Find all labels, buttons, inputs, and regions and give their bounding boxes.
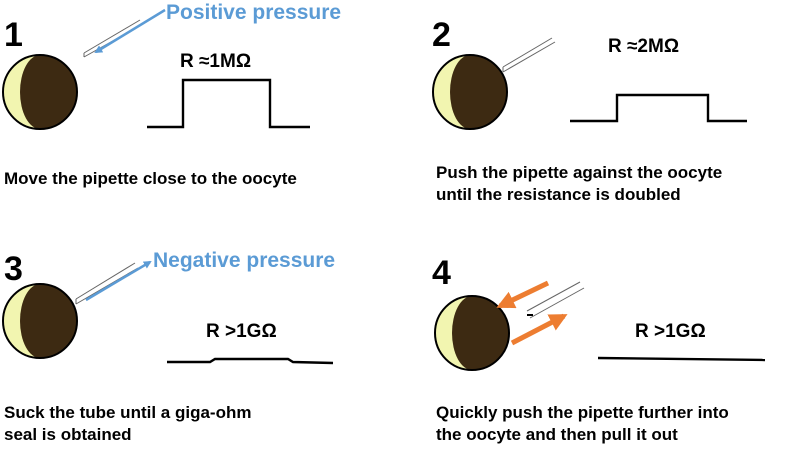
panel-1: 1 Positive pressure R ≈1MΩ xyxy=(2,1,341,130)
pipette xyxy=(83,19,144,58)
caption-line: until the resistance is doubled xyxy=(436,185,681,204)
step-number: 2 xyxy=(432,16,451,54)
panel-3: 3 Negative pressure R >1GΩ xyxy=(2,249,335,365)
oocyte xyxy=(434,295,510,371)
oocyte xyxy=(2,283,78,359)
resistance-label: R >1GΩ xyxy=(206,321,277,342)
caption-line: Suck the tube until a giga-ohm xyxy=(4,403,252,422)
caption-step-2: Push the pipette against the oocyte unti… xyxy=(436,162,722,206)
caption-line: Push the pipette against the oocyte xyxy=(436,163,723,182)
step-number: 3 xyxy=(4,250,23,288)
oocyte xyxy=(2,54,78,130)
current-trace xyxy=(167,357,334,365)
caption-line: Move the pipette close to the oocyte xyxy=(4,169,297,188)
caption-step-4: Quickly push the pipette further into th… xyxy=(436,402,729,446)
resistance-label: R >1GΩ xyxy=(635,321,706,342)
oocyte xyxy=(432,54,508,130)
pipette xyxy=(526,281,585,319)
caption-step-1: Move the pipette close to the oocyte xyxy=(4,168,297,190)
pipette xyxy=(502,37,556,73)
pressure-arrow xyxy=(85,260,152,302)
current-trace xyxy=(147,78,310,129)
pull-arrow xyxy=(510,313,568,346)
resistance-label: R ≈2MΩ xyxy=(608,36,679,57)
pressure-label: Positive pressure xyxy=(166,1,341,24)
current-trace xyxy=(597,356,766,362)
caption-line: seal is obtained xyxy=(4,425,132,444)
pressure-arrow xyxy=(94,8,166,54)
push-arrow xyxy=(496,280,550,309)
caption-line: the oocyte and then pull it out xyxy=(436,425,678,444)
panel-2: 2 R ≈2MΩ xyxy=(432,16,747,130)
caption-line: Quickly push the pipette further into xyxy=(436,403,729,422)
pressure-label: Negative pressure xyxy=(153,249,335,272)
pipette xyxy=(75,262,139,305)
panel-4: 4 R >1GΩ xyxy=(432,254,766,371)
resistance-label: R ≈1MΩ xyxy=(180,51,251,72)
caption-step-3: Suck the tube until a giga-ohm seal is o… xyxy=(4,402,251,446)
step-number: 4 xyxy=(432,254,451,292)
current-trace xyxy=(570,93,747,123)
step-number: 1 xyxy=(4,16,23,54)
